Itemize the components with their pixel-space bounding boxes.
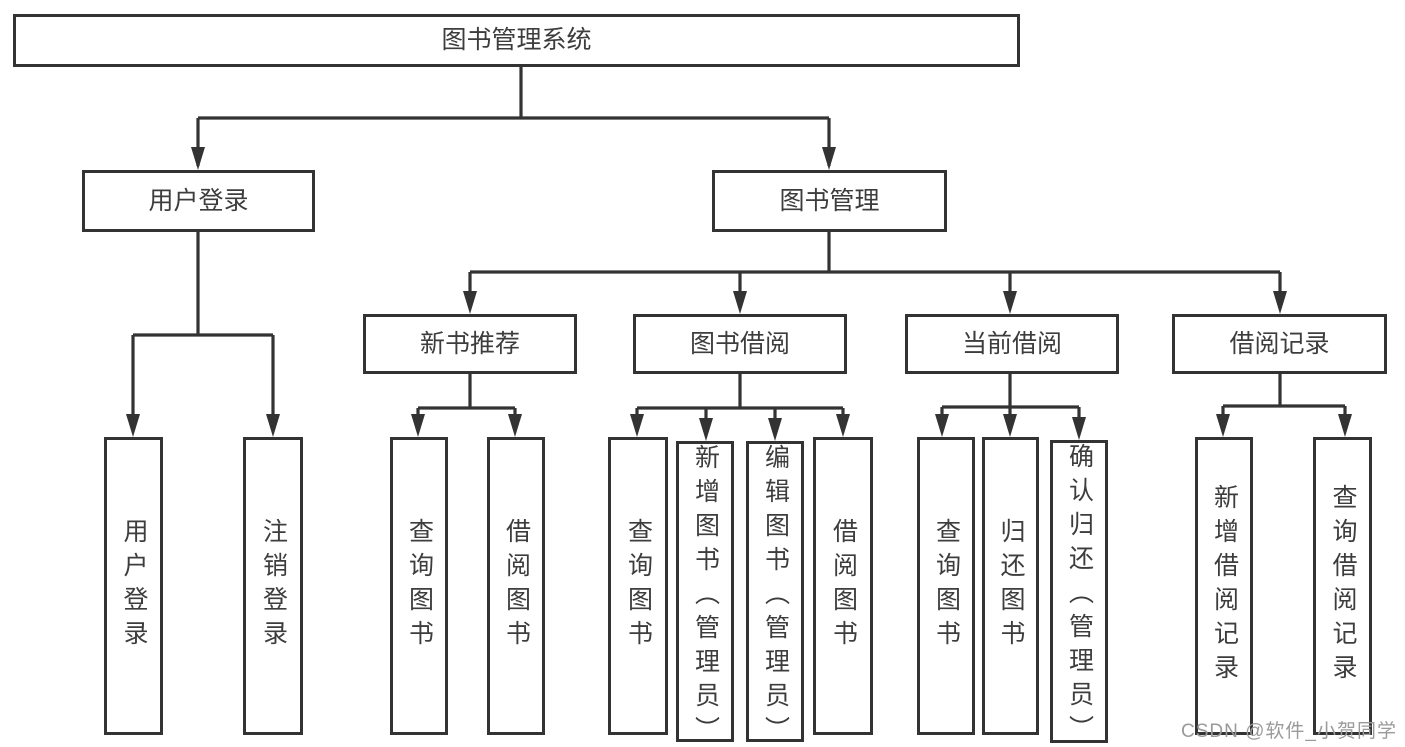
arrow-down-icon <box>411 414 425 437</box>
arrow-down-icon <box>266 414 280 437</box>
leaf-query-book-2: 查询图书 <box>608 437 668 735</box>
leaf-return-book-label: 归还图书 <box>997 518 1025 654</box>
arrow-down-icon <box>699 418 713 441</box>
leaf-query-book-1: 查询图书 <box>390 437 448 735</box>
node-new-book-recommend-label: 新书推荐 <box>419 329 520 358</box>
arrow-down-icon <box>836 414 850 437</box>
leaf-edit-book-admin: 编辑图书（管理员） <box>746 441 804 742</box>
leaf-add-borrow-record-label: 新增借阅记录 <box>1210 484 1239 688</box>
node-user-login: 用户登录 <box>82 170 315 232</box>
connector-userlogin-to-leaves <box>131 232 275 430</box>
leaf-user-login: 用户登录 <box>104 437 163 735</box>
node-new-book-recommend: 新书推荐 <box>363 314 577 374</box>
arrow-down-icon <box>126 414 140 437</box>
leaf-query-book-3-label: 查询图书 <box>932 518 961 654</box>
node-book-management: 图书管理 <box>712 170 947 232</box>
node-current-borrow: 当前借阅 <box>905 314 1119 374</box>
connector-current-to-leaves <box>940 374 1081 434</box>
arrow-down-icon <box>733 291 747 314</box>
arrow-down-icon <box>822 147 836 170</box>
node-book-borrow: 图书借阅 <box>633 314 847 374</box>
connector-root-to-level2 <box>196 67 831 166</box>
node-root-label: 图书管理系统 <box>441 26 592 54</box>
connector-records-to-leaves <box>1221 374 1347 431</box>
node-borrow-records-label: 借阅记录 <box>1229 329 1330 358</box>
arrow-down-icon <box>1072 417 1086 440</box>
arrow-down-icon <box>508 414 522 437</box>
leaf-return-book: 归还图书 <box>982 437 1039 735</box>
node-current-borrow-label: 当前借阅 <box>961 329 1062 358</box>
arrow-down-icon <box>1003 291 1017 314</box>
arrow-down-icon <box>1273 291 1287 314</box>
leaf-add-book-admin: 新增图书（管理员） <box>676 441 734 742</box>
leaf-add-book-admin-label: 新增图书（管理员） <box>691 444 720 742</box>
arrow-down-icon <box>935 414 949 437</box>
node-borrow-records: 借阅记录 <box>1172 314 1387 374</box>
arrow-down-icon <box>1216 414 1230 437</box>
leaf-edit-book-admin-label: 编辑图书（管理员） <box>761 444 790 742</box>
arrow-down-icon <box>1338 414 1352 437</box>
csdn-watermark: CSDN @软件_小贺同学 <box>1181 721 1397 742</box>
connector-bookmgmt-to-groups <box>468 232 1282 308</box>
leaf-query-book-3: 查询图书 <box>917 437 975 735</box>
node-root: 图书管理系统 <box>13 14 1020 67</box>
leaf-logout-label: 注销登录 <box>259 518 288 654</box>
arrow-down-icon <box>630 414 644 437</box>
connector-borrow-to-leaves <box>635 374 845 435</box>
arrow-down-icon <box>463 291 477 314</box>
leaf-borrow-book-1-label: 借阅图书 <box>502 518 531 654</box>
leaf-confirm-return-admin: 确认归还（管理员） <box>1050 440 1108 743</box>
leaf-borrow-book-1: 借阅图书 <box>487 437 545 735</box>
arrow-down-icon <box>191 147 205 170</box>
leaf-user-login-label: 用户登录 <box>120 518 148 654</box>
leaf-query-borrow-record-label: 查询借阅记录 <box>1329 484 1357 688</box>
leaf-query-borrow-record: 查询借阅记录 <box>1313 437 1372 735</box>
node-user-login-label: 用户登录 <box>148 186 249 215</box>
arrow-down-icon <box>768 418 782 441</box>
node-book-management-label: 图书管理 <box>779 186 880 215</box>
leaf-borrow-book-2-label: 借阅图书 <box>829 518 858 654</box>
leaf-borrow-book-2: 借阅图书 <box>813 437 873 735</box>
node-book-borrow-label: 图书借阅 <box>689 329 790 358</box>
leaf-confirm-return-admin-label: 确认归还（管理员） <box>1065 443 1094 743</box>
leaf-logout: 注销登录 <box>243 437 303 735</box>
connector-newbook-to-leaves <box>416 374 517 431</box>
leaf-add-borrow-record: 新增借阅记录 <box>1195 437 1253 735</box>
leaf-query-book-2-label: 查询图书 <box>624 518 653 654</box>
leaf-query-book-1-label: 查询图书 <box>405 518 434 654</box>
arrow-down-icon <box>1003 414 1017 437</box>
